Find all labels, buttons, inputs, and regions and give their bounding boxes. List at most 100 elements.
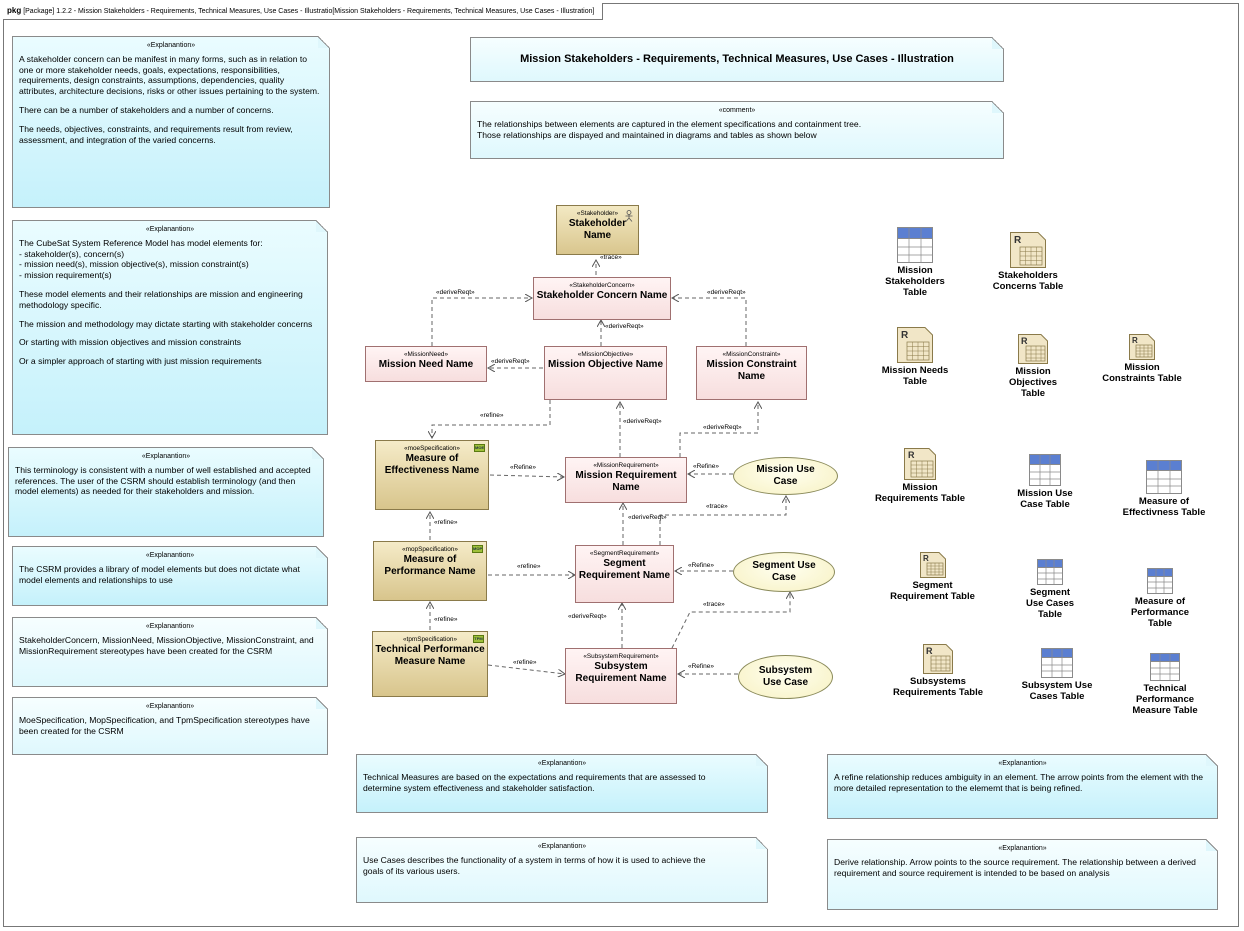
block-mission-constraint[interactable]: «MissionConstraint» Mission Constraint N… [696,346,807,400]
table-measure-of-effectiveness[interactable]: Measure of Effectivness Table [1114,460,1214,518]
refine-missionreq-moe [489,475,564,477]
note-text: There can be a number of stakeholders an… [19,104,274,115]
table-technical-performance-measure[interactable]: Technical Performance Measure Table [1120,653,1210,716]
block-name: Mission Constraint Name [706,359,797,382]
usecase-label: Subsystem Use Case [758,665,813,688]
block-mission-need[interactable]: «MissionNeed» Mission Need Name [365,346,487,382]
table-label: Subsystem Use Cases Table [1021,680,1093,702]
label-refine: «refine» [517,563,541,570]
block-name: Subsystem Requirement Name [575,661,667,684]
generic-table-icon [1146,460,1182,494]
block-measure-of-effectiveness[interactable]: «moeSpecification» MOE Measure of Effect… [375,440,489,510]
mop-badge-icon: MOP [472,545,483,553]
note-derive-relationship: «Explanantion» Derive relationship. Arro… [827,839,1218,910]
label-refine: «refine» [480,412,504,419]
table-segment-requirement[interactable]: R Segment Requirement Table [880,552,985,602]
refine-tpm-subsysreq [487,664,565,674]
note-bullet: - mission need(s), mission objective(s),… [19,259,249,270]
block-stakeholder-concern[interactable]: «StakeholderConcern» Stakeholder Concern… [533,277,671,320]
usecase-segment[interactable]: Segment Use Case [733,552,835,592]
block-stereotype: «SegmentRequirement» [589,550,660,557]
table-mission-objectives[interactable]: R Mission Objectives Table [993,334,1073,399]
derive-need-concern [431,298,532,346]
block-technical-performance-measure[interactable]: «tpmSpecification» TPM Technical Perform… [372,631,488,697]
table-subsystems-requirements[interactable]: R Subsystems Requirements Table [883,644,993,698]
table-mission-requirements[interactable]: R Mission Requirements Table [870,448,970,504]
table-mission-use-case[interactable]: Mission Use Case Table [1005,454,1085,510]
usecase-label: Segment Use Case [752,560,816,583]
label-refine: «Refine» [510,464,537,471]
label-derive: «deriveReqt» [568,613,607,620]
svg-text:R: R [923,554,929,563]
note-stereotype: «Explanantion» [998,760,1047,767]
table-label: Measure of Performance Table [1130,596,1190,629]
actor-icon [625,210,633,222]
table-label: Mission Requirements Table [874,482,966,504]
table-segment-use-cases[interactable]: Segment Use Cases Table [1020,559,1080,620]
block-mission-requirement[interactable]: «MissionRequirement» Mission Requirement… [565,457,687,503]
note-stereotype: «Explanantion» [141,453,191,460]
note-text: These model elements and their relations… [19,288,303,310]
block-name: Measure of Effectiveness Name [384,453,480,476]
block-name: Segment Requirement Name [578,558,671,581]
table-subsystem-use-cases[interactable]: Subsystem Use Cases Table [1012,648,1102,702]
table-measure-of-performance[interactable]: Measure of Performance Table [1120,568,1200,629]
block-name: Stakeholder Concern Name [536,290,668,301]
note-text: The needs, objectives, constraints, and … [19,123,293,145]
svg-text:R: R [901,330,909,341]
note-text: A stakeholder concern can be manifest in… [19,53,320,97]
block-name: Measure of Performance Name [384,554,476,577]
note-stereotype: «Explanantion» [537,760,587,767]
table-stakeholders-concerns[interactable]: R Stakeholders Concerns Table [978,232,1078,292]
label-derive: «deriveReqt» [707,289,746,296]
generic-table-icon [1037,559,1063,585]
block-stakeholder[interactable]: «Stakeholder» Stakeholder Name [556,205,639,255]
svg-text:R: R [908,450,915,460]
usecase-mission[interactable]: Mission Use Case [733,457,838,495]
block-measure-of-performance[interactable]: «mopSpecification» MOP Measure of Perfor… [373,541,487,601]
label-trace: «trace» [706,503,728,510]
note-text: Use Cases describes the functionality of… [363,854,706,876]
block-name: Technical Performance Measure Name [375,644,485,667]
note-stereotypes-req: «Explanantion» StakeholderConcern, Missi… [12,617,328,687]
note-text: The CSRM provides a library of model ele… [19,563,300,585]
table-label: Mission Needs Table [881,365,949,387]
note-text: Derive relationship. Arrow points to the… [834,856,1196,878]
block-subsystem-requirement[interactable]: «SubsystemRequirement» Subsystem Require… [565,648,677,704]
svg-text:R: R [1132,336,1138,345]
label-trace: «trace» [703,601,725,608]
block-mission-objective[interactable]: «MissionObjective» Mission Objective Nam… [544,346,667,400]
label-trace: «trace» [600,254,622,261]
note-stereotype: «Explanantion» [145,703,195,710]
requirement-table-icon: R [1129,334,1155,360]
table-mission-stakeholders[interactable]: Mission Stakeholders Table [860,227,970,298]
table-mission-constraints[interactable]: R Mission Constraints Table [1097,334,1187,384]
label-derive: «deriveReqt» [628,514,667,521]
trace-segmentreq-missionusecase [659,496,786,545]
block-segment-requirement[interactable]: «SegmentRequirement» Segment Requirement… [575,545,674,603]
note-stereotype: «comment» [718,107,756,114]
note-text: Technical Measures are based on the expe… [363,771,706,793]
note-stereotype: «Explanantion» [145,552,195,559]
usecase-subsystem[interactable]: Subsystem Use Case [738,655,833,699]
note-text: The mission and methodology may dictate … [19,318,313,329]
table-label: Mission Stakeholders Table [885,265,945,298]
comment-note: «comment» The relationships between elem… [470,101,1004,159]
block-stereotype: «StakeholderConcern» [569,282,635,289]
block-name: Mission Need Name [378,359,474,370]
note-bullet: - mission requirement(s) [19,270,112,281]
table-label: Technical Performance Measure Table [1132,683,1198,716]
table-mission-needs[interactable]: R Mission Needs Table [870,327,960,387]
derive-constraint-concern [672,298,747,346]
note-terminology: «Explanantion» This terminology is consi… [8,447,324,537]
note-text: StakeholderConcern, MissionNeed, Mission… [19,634,314,656]
note-csrm-library: «Explanantion» The CSRM provides a libra… [12,546,328,606]
block-stereotype: «MissionNeed» [403,351,449,358]
tpm-badge-icon: TPM [473,635,484,643]
block-stereotype: «SubsystemRequirement» [583,653,659,660]
label-derive: «deriveReqt» [623,418,662,425]
label-refine: «Refine» [693,463,720,470]
block-name: Stakeholder Name [568,218,627,241]
block-stereotype: «MissionConstraint» [722,351,781,358]
